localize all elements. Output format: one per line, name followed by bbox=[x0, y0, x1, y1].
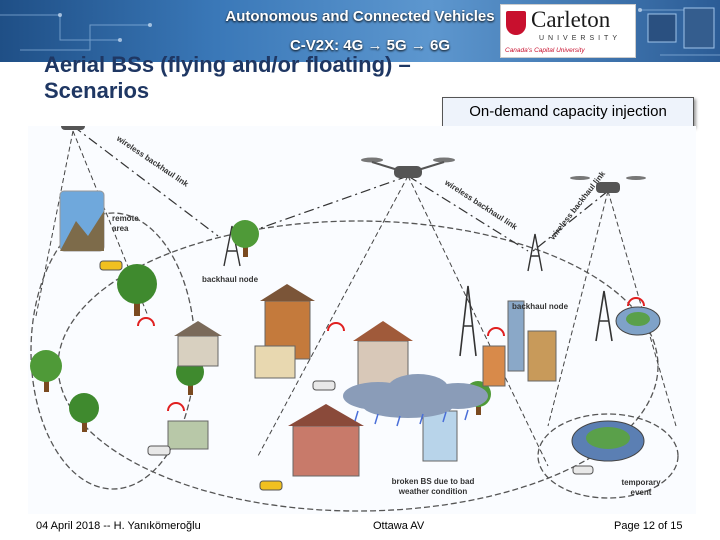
label-remote-area: remote area bbox=[112, 214, 146, 234]
drone-icon bbox=[45, 126, 101, 130]
logo-tagline: Canada's Capital University bbox=[505, 47, 585, 54]
footer-page-number: Page 12 of 15 bbox=[614, 520, 683, 532]
label-broken-bs: broken BS due to bad weather condition bbox=[388, 477, 478, 497]
label-backhaul-node-right: backhaul node bbox=[512, 302, 568, 312]
tower-icon bbox=[460, 286, 476, 356]
footer-venue: Ottawa AV bbox=[373, 520, 424, 532]
tower-icon bbox=[528, 234, 542, 271]
logo-university: UNIVERSITY bbox=[539, 35, 621, 42]
drone-icon bbox=[570, 176, 646, 193]
stadium-icon bbox=[572, 307, 660, 461]
tower-icon bbox=[596, 291, 612, 341]
capacity-callout: On-demand capacity injection bbox=[442, 97, 694, 127]
building-icon bbox=[168, 284, 556, 476]
label-backhaul-node-left: backhaul node bbox=[202, 275, 258, 285]
scenario-figure: wireless backhaul link wireless backhaul… bbox=[28, 126, 696, 514]
slide-heading: Aerial BSs (flying and/or floating) – Sc… bbox=[44, 52, 444, 98]
footer-date-author: 04 April 2018 -- H. Yanıkömeroğlu bbox=[36, 520, 201, 532]
drone-icon bbox=[361, 158, 455, 179]
logo-name: Carleton bbox=[531, 7, 610, 33]
label-temporary-event: temporary event bbox=[618, 478, 664, 498]
carleton-logo: Carleton UNIVERSITY Canada's Capital Uni… bbox=[500, 4, 636, 58]
shield-icon bbox=[506, 11, 526, 35]
